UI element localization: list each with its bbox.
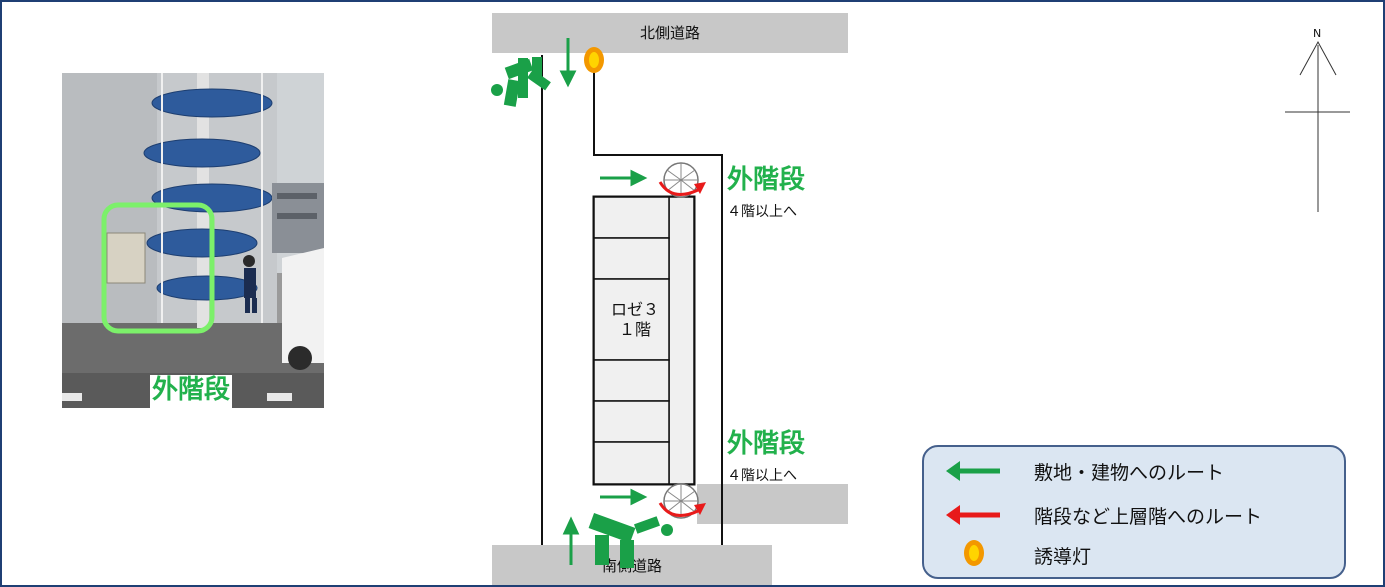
legend-item-site-route: 敷地・建物へのルート [1034,462,1225,484]
site-boundary [541,55,723,545]
legend-item-guide-light: 誘導灯 [1034,546,1092,568]
route-arrow-south-stair [600,488,648,506]
north-compass-icon [1285,40,1350,212]
legend-symbols [946,461,1000,566]
guide-light-north [584,47,604,73]
spiral-stair-south-icon [658,483,706,519]
stair-photo-illustration [62,73,324,408]
north-road: 北側道路 [492,13,848,53]
stair-photo: 外階段 [62,73,324,408]
legend-box: 敷地・建物へのルート 階段など上層階へのルート 誘導灯 [922,445,1346,579]
stair-north-note: ４階以上へ [727,204,797,220]
building-label: ロゼ３ １階 [598,300,672,340]
spiral-stair-north-icon [658,162,706,198]
stair-label-south: 外階段 [727,429,805,462]
compass-n-label: N [1313,27,1322,40]
photo-caption: 外階段 [152,375,231,405]
north-road-label: 北側道路 [639,24,700,42]
building-outline [592,195,696,486]
building-floor: １階 [618,320,651,339]
route-arrow-south-entry [562,516,580,565]
legend-item-stair-route: 階段など上層階へのルート [1034,506,1263,528]
exit-person-north-icon [491,57,551,107]
north-route-arrow [559,38,577,88]
stair-north-title: 外階段 [727,165,806,195]
legend-green-arrow-icon [946,461,1000,481]
building-name: ロゼ３ [610,300,659,319]
exit-person-south-icon [588,512,673,568]
route-arrow-north-stair [600,169,648,187]
stair-south-title: 外階段 [727,429,806,459]
legend-red-arrow-icon [946,505,1000,525]
stair-label-north: 外階段 [727,165,805,198]
legend-guide-light-icon [964,540,984,566]
stair-south-note: ４階以上へ [727,468,797,484]
